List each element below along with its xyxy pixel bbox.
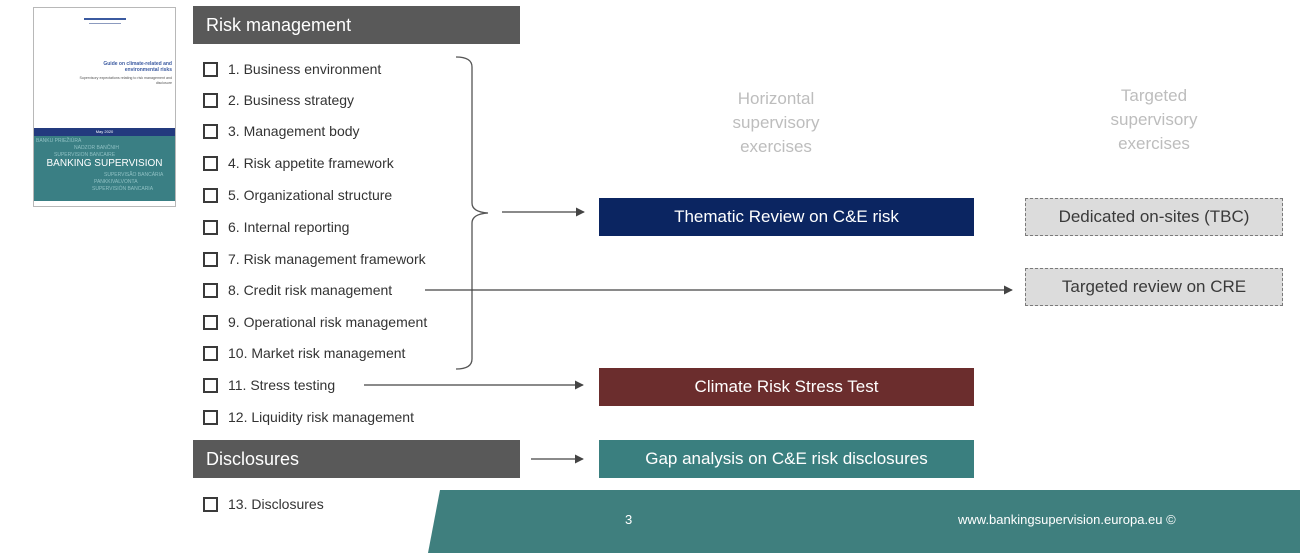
risk-management-header: Risk management <box>193 6 520 44</box>
website-link[interactable]: www.bankingsupervision.europa.eu © <box>958 512 1176 527</box>
checklist-item-label: 8. Credit risk management <box>228 282 393 298</box>
page-number: 3 <box>625 512 633 527</box>
cover-band: May 2020 BANKU PRIEŽIŪRA NADZOR BANČNIH … <box>34 128 175 201</box>
cover-word: NADZOR BANČNIH <box>74 145 120 151</box>
checklist-item-label: 2. Business strategy <box>228 92 355 108</box>
checklist-item-label: 10. Market risk management <box>228 345 406 361</box>
checkbox-icon <box>203 219 218 235</box>
cover-word: SUPERVISION BANCAIRE <box>54 152 116 158</box>
checklist-item-business-environment: 1. Business environment <box>203 57 381 81</box>
checklist-item-label: 11. Stress testing <box>228 377 336 393</box>
checklist-item-label: 3. Management body <box>228 123 360 139</box>
checkbox-icon <box>203 187 218 203</box>
checklist-item-label: 13. Disclosures <box>228 496 324 512</box>
heading-line: supervisory <box>1110 110 1198 129</box>
heading-line: exercises <box>1118 134 1190 153</box>
cover-word: BANKU PRIEŽIŪRA <box>36 138 82 144</box>
checklist-item-management-body: 3. Management body <box>203 119 360 143</box>
checklist-item-risk-appetite-framework: 4. Risk appetite framework <box>203 151 394 175</box>
guide-cover-thumbnail: Guide on climate-related and environment… <box>33 7 176 207</box>
checkbox-icon <box>203 123 218 139</box>
thematic-review-box: Thematic Review on C&E risk <box>599 198 974 236</box>
heading-line: Horizontal <box>737 89 815 108</box>
checklist-item-market-risk-management: 10. Market risk management <box>203 341 405 365</box>
checkbox-icon <box>203 155 218 171</box>
checklist-item-liquidity-risk-management: 12. Liquidity risk management <box>203 405 414 429</box>
checklist-item-risk-management-framework: 7. Risk management framework <box>203 247 426 271</box>
checkbox-icon <box>203 496 218 512</box>
checkbox-icon <box>203 345 218 361</box>
checklist-item-stress-testing: 11. Stress testing <box>203 373 335 397</box>
checklist-item-disclosures: 13. Disclosures <box>203 492 324 516</box>
checklist-item-operational-risk-management: 9. Operational risk management <box>203 310 427 334</box>
cover-band-title: BANKING SUPERVISION <box>46 158 163 169</box>
checkbox-icon <box>203 377 218 393</box>
checklist-item-label: 4. Risk appetite framework <box>228 155 394 171</box>
checklist-item-internal-reporting: 6. Internal reporting <box>203 215 349 239</box>
checklist-item-label: 9. Operational risk management <box>228 314 428 330</box>
climate-stress-test-box: Climate Risk Stress Test <box>599 368 974 406</box>
checkbox-icon <box>203 251 218 267</box>
checkbox-icon <box>203 92 218 108</box>
checkbox-icon <box>203 409 218 425</box>
heading-line: supervisory <box>732 113 820 132</box>
checkbox-icon <box>203 314 218 330</box>
ecb-logo-subline <box>89 23 121 24</box>
horizontal-exercises-heading: Horizontal supervisory exercises <box>700 87 852 159</box>
ecb-logo <box>84 18 126 20</box>
checklist-item-label: 6. Internal reporting <box>228 219 350 235</box>
grouping-bracket <box>455 56 489 370</box>
checklist-item-credit-risk-management: 8. Credit risk management <box>203 278 392 302</box>
checklist-item-business-strategy: 2. Business strategy <box>203 88 354 112</box>
checklist-item-label: 5. Organizational structure <box>228 187 393 203</box>
targeted-review-cre-box: Targeted review on CRE <box>1025 268 1283 306</box>
checklist-item-label: 7. Risk management framework <box>228 251 426 267</box>
cover-word: PANKKIVALVONTA <box>94 179 138 185</box>
cover-date: May 2020 <box>34 128 175 136</box>
checkbox-icon <box>203 282 218 298</box>
checklist-item-organizational-structure: 5. Organizational structure <box>203 183 392 207</box>
cover-word: SUPERVISÃO BANCÁRIA <box>104 172 164 178</box>
cover-title: Guide on climate-related and environment… <box>103 61 172 73</box>
targeted-exercises-heading: Targeted supervisory exercises <box>1078 84 1230 156</box>
heading-line: Targeted <box>1120 86 1188 105</box>
disclosures-header: Disclosures <box>193 440 520 478</box>
cover-subtitle: Supervisory expectations relating to ris… <box>79 76 173 85</box>
cover-word: SUPERVISIÓN BANCARIA <box>92 186 154 192</box>
heading-line: exercises <box>740 137 812 156</box>
gap-analysis-box: Gap analysis on C&E risk disclosures <box>599 440 974 478</box>
checklist-item-label: 12. Liquidity risk management <box>228 409 414 425</box>
checkbox-icon <box>203 61 218 77</box>
checklist-item-label: 1. Business environment <box>228 61 382 77</box>
dedicated-onsites-box: Dedicated on-sites (TBC) <box>1025 198 1283 236</box>
